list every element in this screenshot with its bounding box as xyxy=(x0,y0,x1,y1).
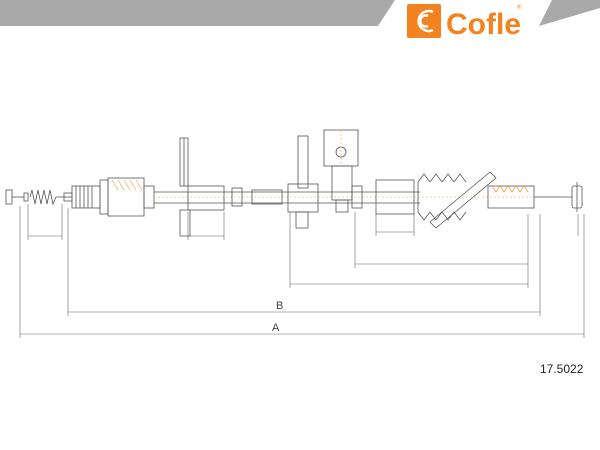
cable-assembly xyxy=(5,129,583,237)
right-threaded-end xyxy=(487,182,583,212)
header-band-right xyxy=(539,0,600,26)
part-number: 17.5022 xyxy=(540,362,584,376)
center-bracket xyxy=(287,135,319,229)
cofle-logo: Cofle ® xyxy=(407,4,522,41)
left-bracket xyxy=(179,137,225,237)
left-ferrule xyxy=(71,177,155,217)
dimension-label-b: B xyxy=(276,300,283,312)
junction-plate xyxy=(323,129,363,213)
header-band-left xyxy=(0,0,395,26)
mid-sleeve xyxy=(231,187,243,207)
dimensions xyxy=(19,204,585,338)
logo-wordmark: Cofle xyxy=(446,8,521,41)
bellows-boot xyxy=(417,171,497,229)
dimension-label-a: A xyxy=(272,322,280,334)
right-sleeve xyxy=(375,179,415,215)
logo-registered-mark: ® xyxy=(517,4,522,11)
left-end-fitting xyxy=(5,189,73,206)
logo-mark-icon xyxy=(407,4,441,38)
